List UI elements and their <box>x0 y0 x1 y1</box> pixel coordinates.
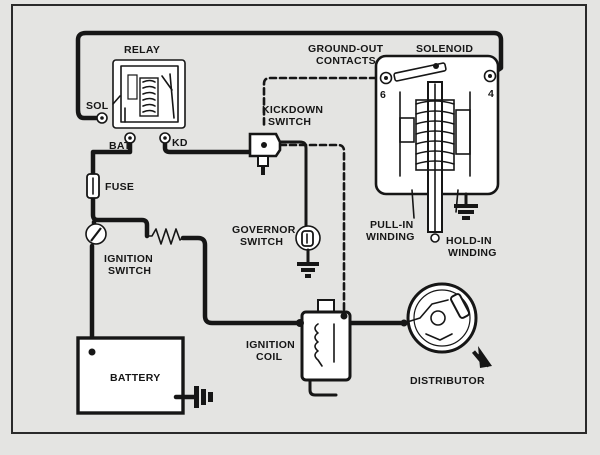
label-ground-out-2: CONTACTS <box>316 55 376 67</box>
label-pull-in-1: PULL-IN <box>370 219 414 231</box>
label-ignition-switch-2: SWITCH <box>108 265 151 277</box>
label-coil-1: IGNITION <box>246 339 295 351</box>
ignition-switch <box>85 223 107 245</box>
wire-bat-to-fuse <box>90 137 133 179</box>
dashed-to-coil <box>278 143 346 314</box>
label-sol: SOL <box>86 100 109 112</box>
governor-ground-icon <box>297 262 319 278</box>
wire-fuse-to-junction <box>90 193 150 239</box>
label-terminal-4: 4 <box>488 88 494 100</box>
label-hold-in-2: WINDING <box>448 247 497 259</box>
label-hold-in-1: HOLD-IN <box>446 235 492 247</box>
label-solenoid: SOLENOID <box>416 43 473 55</box>
label-ignition-switch-1: IGNITION <box>104 253 153 265</box>
distributor-ground-icon <box>471 346 492 368</box>
label-kickdown-1: KICKDOWN <box>262 104 323 116</box>
wire-kickdown-to-governor <box>278 140 308 232</box>
fuse <box>86 173 100 199</box>
governor-switch <box>295 225 321 278</box>
label-terminal-6: 6 <box>380 89 386 101</box>
label-governor-1: GOVERNOR <box>232 224 296 236</box>
label-bat: BAT <box>109 140 131 152</box>
ballast-resistor <box>146 228 184 245</box>
ignition-coil <box>296 299 352 382</box>
wire-kd-to-kickdown <box>162 137 253 155</box>
label-pull-in-2: WINDING <box>366 231 415 243</box>
battery-positive-terminal <box>88 348 96 356</box>
wire-relay-to-solenoid <box>75 30 504 121</box>
relay <box>96 59 186 144</box>
battery <box>76 336 213 415</box>
label-battery: BATTERY <box>110 372 161 384</box>
label-relay: RELAY <box>124 44 160 56</box>
diagram-frame <box>11 4 587 434</box>
label-fuse: FUSE <box>105 181 134 193</box>
battery-ground-icon <box>194 386 213 408</box>
kickdown-switch <box>248 132 282 175</box>
label-kickdown-2: SWITCH <box>268 116 311 128</box>
label-kd: KD <box>172 137 188 149</box>
labels: RELAY SOL BAT KD FUSE IGNITION SWITCH BA… <box>86 43 497 387</box>
wire-resistor-to-coil <box>180 235 303 326</box>
solenoid <box>374 54 500 243</box>
wire-coil-lower <box>308 374 338 397</box>
label-coil-2: COIL <box>256 351 283 363</box>
dashed-ground-out <box>262 76 388 127</box>
dashed-wires <box>262 76 388 314</box>
solenoid-ground-icon <box>454 192 478 220</box>
label-governor-2: SWITCH <box>240 236 283 248</box>
label-ground-out-1: GROUND-OUT <box>308 43 384 55</box>
label-distributor: DISTRIBUTOR <box>410 375 485 387</box>
distributor <box>400 282 492 368</box>
